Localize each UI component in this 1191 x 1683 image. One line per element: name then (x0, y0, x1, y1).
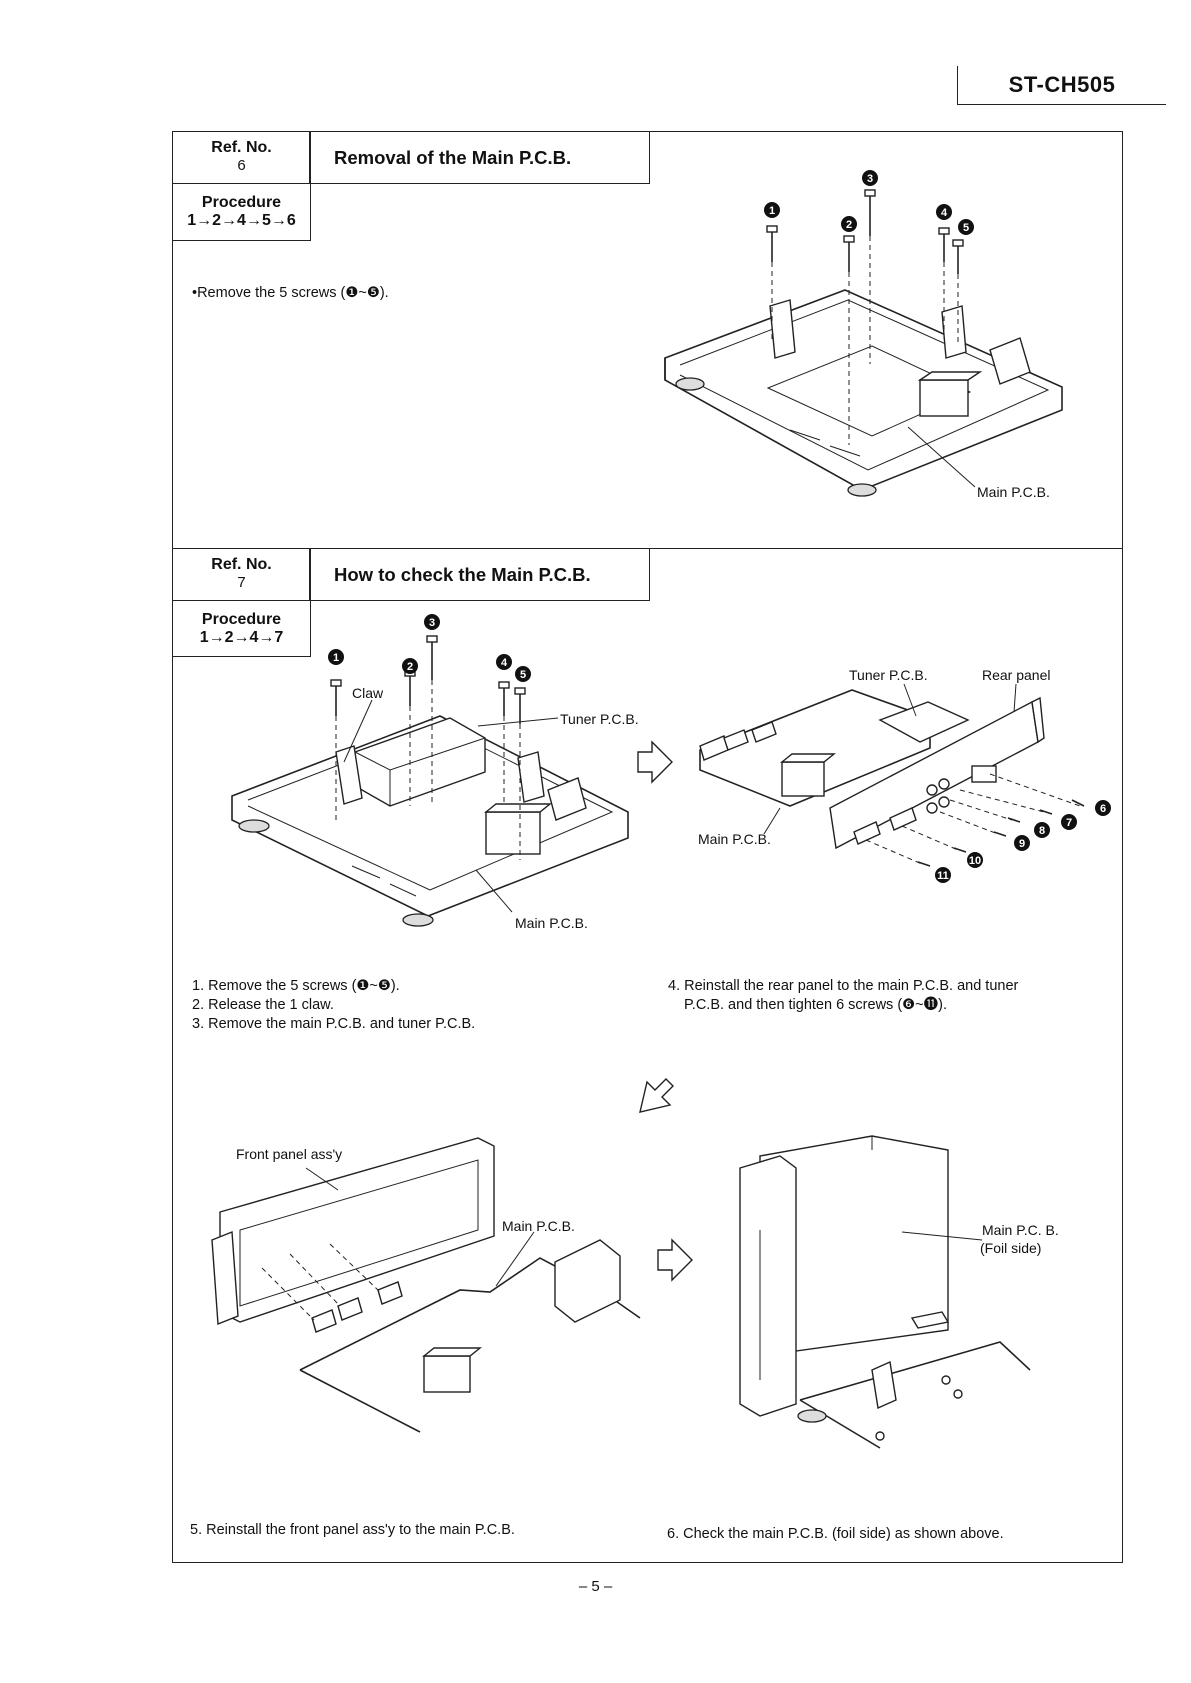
svg-text:2: 2 (407, 661, 413, 673)
screw-3: 3 (862, 170, 878, 364)
procedure-cell-6: Procedure 1→2→4→5→6 (172, 183, 311, 241)
svg-text:7: 7 (1066, 817, 1072, 829)
svg-text:1: 1 (769, 205, 775, 217)
label-foil-side: (Foil side) (980, 1240, 1042, 1256)
leader-rear-panel (1013, 683, 1017, 713)
label-main-pcb: Main P.C.B. (977, 484, 1050, 500)
leader-main-pcb (475, 869, 513, 913)
arrow-down-left-icon (639, 1078, 674, 1113)
screw-2: 2 (402, 658, 418, 806)
label-tuner-pcb: Tuner P.C.B. (560, 711, 639, 727)
figure-check-step6 (739, 1135, 1031, 1449)
leader-main-pcb (907, 426, 976, 488)
leader-tuner-pcb (477, 717, 559, 727)
label-main-pcb-3: Main P.C.B. (502, 1218, 575, 1234)
procedure-label: Procedure (201, 194, 282, 211)
screw-3: 3 (424, 614, 440, 806)
leader-tuner-pcb-2 (903, 683, 917, 717)
step-1-text: 1. Remove the 5 screws (❶~❺). (192, 978, 400, 994)
screw-1: 1 (328, 649, 344, 820)
figure-check-step1 (231, 715, 629, 927)
step-4-text-line1: 4. Reinstall the rear panel to the main … (668, 978, 1019, 994)
svg-text:4: 4 (501, 657, 508, 669)
screw-5: 5 (952, 219, 974, 345)
label-claw: Claw (352, 685, 384, 701)
svg-text:2: 2 (846, 219, 852, 231)
procedure-label: Procedure (201, 611, 282, 628)
screw-2: 2 (841, 216, 857, 445)
leader-claw (343, 699, 373, 763)
svg-text:3: 3 (867, 173, 873, 185)
step-6-text: 6. Check the main P.C.B. (foil side) as … (667, 1526, 1004, 1542)
svg-text:5: 5 (520, 669, 526, 681)
screw-4: 4 (936, 204, 952, 340)
page-number: – 5 – (578, 1578, 613, 1595)
procedure-steps: 1→2→4→7 (199, 629, 284, 646)
step-5-text: 5. Reinstall the front panel ass'y to th… (190, 1522, 515, 1538)
svg-text:1: 1 (333, 652, 339, 664)
svg-text:8: 8 (1039, 825, 1045, 837)
step-3-text: 3. Remove the main P.C.B. and tuner P.C.… (192, 1016, 476, 1032)
label-main-pcb: Main P.C.B. (515, 915, 588, 931)
svg-text:4: 4 (941, 207, 948, 219)
leader-main-pcb-foil (901, 1231, 983, 1241)
arrow-right-icon (657, 1238, 693, 1282)
ref-no-value: 7 (237, 574, 246, 591)
ref-no-label: Ref. No. (211, 556, 272, 573)
figure-check-step5 (211, 1137, 641, 1433)
svg-text:5: 5 (963, 222, 969, 234)
leader-front-panel (305, 1167, 339, 1191)
screws-step4: 6 7 8 9 10 11 (865, 773, 1111, 883)
screw-1: 1 (764, 202, 780, 340)
ref-no-value: 6 (237, 157, 246, 174)
remove-screws-instruction: •Remove the 5 screws (❶~❺). (192, 285, 389, 301)
screw-4: 4 (496, 654, 512, 806)
leader-main-pcb-2 (763, 807, 781, 835)
step-2-text: 2. Release the 1 claw. (192, 997, 334, 1013)
label-tuner-pcb-2: Tuner P.C.B. (849, 667, 928, 683)
section-title-7: How to check the Main P.C.B. (309, 548, 650, 601)
screws-step1: 1 2 3 4 5 (328, 614, 531, 860)
procedure-cell-7: Procedure 1→2→4→7 (172, 600, 311, 657)
svg-text:10: 10 (969, 855, 981, 867)
chassis-drawing-6 (664, 289, 1063, 497)
label-rear-panel: Rear panel (982, 667, 1051, 683)
ref-no-label: Ref. No. (211, 139, 272, 156)
figure-check-step4 (699, 689, 1045, 850)
arrow-right-icon (637, 740, 673, 784)
svg-text:11: 11 (937, 870, 949, 882)
leader-main-pcb-3 (495, 1231, 535, 1287)
label-front-panel: Front panel ass'y (236, 1146, 343, 1162)
procedure-steps: 1→2→4→5→6 (187, 212, 296, 229)
label-main-pcb-foil: Main P.C. B. (982, 1222, 1059, 1238)
screws-6: 1 2 3 4 5 (764, 170, 974, 445)
section-title-6: Removal of the Main P.C.B. (309, 131, 650, 184)
model-number: ST-CH505 (957, 66, 1166, 105)
screw-5: 5 (514, 666, 531, 860)
svg-text:9: 9 (1019, 838, 1025, 850)
svg-text:3: 3 (429, 617, 435, 629)
label-main-pcb-2: Main P.C.B. (698, 831, 771, 847)
svg-text:6: 6 (1100, 803, 1106, 815)
step-4-text-line2: P.C.B. and then tighten 6 screws (❻~⓫). (684, 997, 947, 1013)
